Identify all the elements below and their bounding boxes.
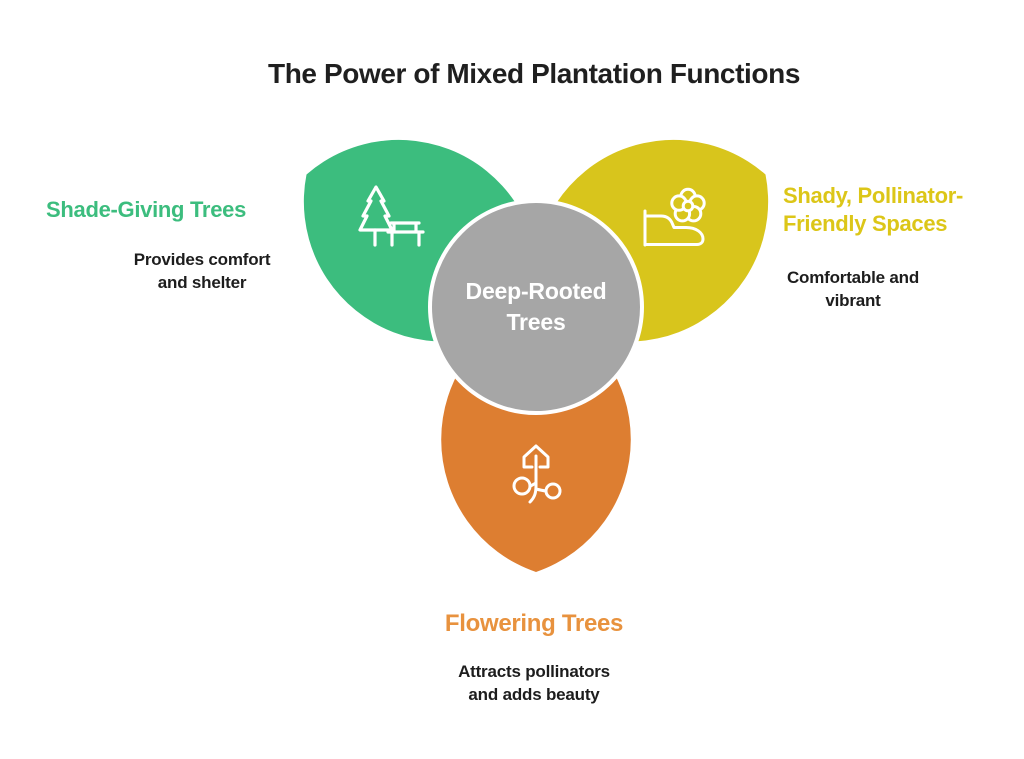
shade-heading: Shade-Giving Trees <box>46 197 247 222</box>
pollinator-description: Comfortable and vibrant <box>786 268 920 310</box>
garden-bed-shape <box>643 214 705 246</box>
bench-shape <box>386 221 425 247</box>
flowering-description: Attracts pollinators and adds beauty <box>458 662 610 704</box>
flowering-heading: Flowering Trees <box>444 610 624 637</box>
pollinator-heading: Shady, Pollinator-Friendly Spaces <box>783 183 963 236</box>
center-circle <box>428 199 644 415</box>
page-title: The Power of Mixed Plantation Functions <box>268 58 800 89</box>
sprout-growth-icon <box>512 444 562 504</box>
right-seed-link <box>534 487 548 493</box>
flower-shape <box>670 187 706 223</box>
flower-and-garden-bed-icon <box>643 187 706 247</box>
shade-description: Provides comfort and shelter <box>133 250 271 292</box>
stem-shape <box>528 454 538 504</box>
left-seed-link <box>528 481 538 488</box>
arrow-house-shape <box>522 444 550 469</box>
pine-tree-and-bench-icon <box>358 185 425 247</box>
center-circle-label: Deep-Rooted Trees <box>465 278 607 335</box>
